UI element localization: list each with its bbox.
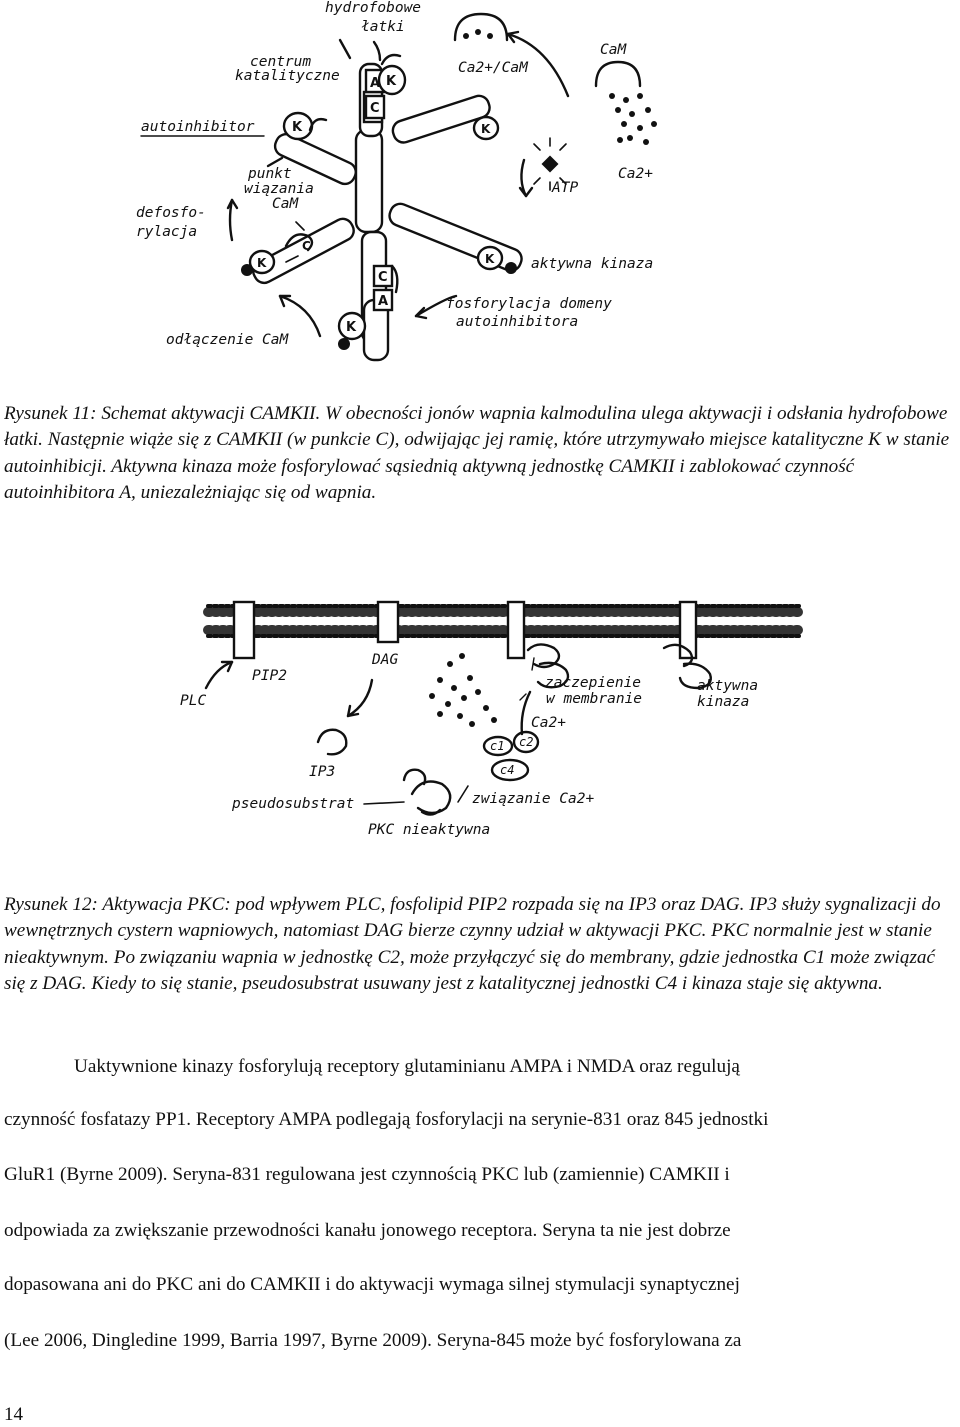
label-c1: c1 <box>490 739 504 753</box>
dag-dots <box>429 653 497 727</box>
svg-text:K: K <box>386 74 397 89</box>
label-pip2: PIP2 <box>252 668 287 684</box>
figure11-labels: hydrofobowe łatki centrum katalityczne C… <box>136 0 653 348</box>
svg-text:C: C <box>370 101 380 116</box>
label-aktywna: aktywna <box>697 678 758 694</box>
domain-blocks: A C K K K K K A C K C <box>248 64 504 341</box>
svg-text:K: K <box>292 120 303 135</box>
body-line: Uaktywnione kinazy fosforylują receptory… <box>74 1056 740 1077</box>
label-ca2-fig12: Ca2+ <box>531 715 566 731</box>
body-line: dopasowana ani do PKC ani do CAMKII i do… <box>4 1274 740 1295</box>
svg-text:K: K <box>485 252 495 266</box>
membrane <box>203 600 805 660</box>
label-ip3: IP3 <box>309 764 335 780</box>
svg-text:K: K <box>257 256 267 270</box>
label-latki: łatki <box>361 19 405 35</box>
label-w-membranie: w membranie <box>546 691 642 707</box>
label-pseudosubstrat: pseudosubstrat <box>231 796 354 812</box>
cam-shapes <box>308 12 642 294</box>
label-pkc-nieaktywna: PKC nieaktywna <box>368 822 490 838</box>
calcium-dots <box>609 93 657 145</box>
body-line: odpowiada za zwiększanie przewodności ka… <box>4 1220 731 1241</box>
label-zwiazanie: związanie Ca2+ <box>472 791 594 807</box>
label-rylacja: rylacja <box>136 224 197 240</box>
label-aktywna-kinaza: aktywna kinaza <box>531 256 653 272</box>
body-line: czynność fosfatazy PP1. Receptory AMPA p… <box>4 1109 769 1130</box>
label-fosforylacja: fosforylacja domeny <box>446 296 612 312</box>
label-plc: PLC <box>180 693 206 709</box>
label-cam: CaM <box>600 42 627 58</box>
figure-camkii-diagram: A C K K K K K A C K C <box>136 0 657 362</box>
label-centrum: centrum <box>250 54 311 70</box>
label-odlaczenie: odłączenie CaM <box>166 332 289 348</box>
figure12-caption: Rysunek 12: Aktywacja PKC: pod wpływem P… <box>4 894 941 994</box>
body-line: GluR1 (Byrne 2009). Seryna-831 regulowan… <box>4 1164 730 1185</box>
label-atp: ATP <box>551 180 578 196</box>
label-punkt: punkt <box>247 166 292 182</box>
body-line: (Lee 2006, Dingledine 1999, Barria 1997,… <box>4 1330 742 1351</box>
svg-text:C: C <box>302 239 311 253</box>
figure12-labels: PLC PIP2 DAG zaczepienie w membranie akt… <box>180 652 758 838</box>
label-kinaza: kinaza <box>697 694 749 710</box>
arrows <box>226 30 570 338</box>
label-defosfo: defosfo- <box>136 205 206 221</box>
label-wiazania: wiązania <box>244 181 314 197</box>
page-number: 14 <box>4 1404 23 1425</box>
label-c4: c4 <box>500 763 514 777</box>
svg-text:K: K <box>481 122 491 136</box>
label-ca2: Ca2+ <box>618 166 653 182</box>
svg-text:A: A <box>378 294 388 309</box>
label-autoinhibitor: autoinhibitor <box>141 119 255 135</box>
figure-pkc-diagram: c1 c2 c4 PLC PIP2 DAG zaczepienie w memb… <box>180 600 805 838</box>
svg-text:K: K <box>346 320 357 335</box>
label-dag: DAG <box>371 652 398 668</box>
label-ca-cam: Ca2+/CaM <box>458 60 529 76</box>
pkc-shapes: c1 c2 c4 <box>316 643 712 816</box>
label-autoinhibitora: autoinhibitora <box>456 314 578 330</box>
svg-text:A: A <box>370 76 380 91</box>
atp-burst <box>241 137 567 350</box>
label-hydrofobowe: hydrofobowe <box>325 0 421 16</box>
label-katalityczne: katalityczne <box>235 68 340 84</box>
figure11-caption: Rysunek 11: Schemat aktywacji CAMKII. W … <box>4 403 950 503</box>
svg-text:C: C <box>378 270 388 285</box>
label-c2: c2 <box>519 735 533 749</box>
label-zaczepienie: zaczepienie <box>545 675 641 691</box>
label-punkt-cam: CaM <box>272 196 299 212</box>
pkc-arrows <box>204 657 535 805</box>
